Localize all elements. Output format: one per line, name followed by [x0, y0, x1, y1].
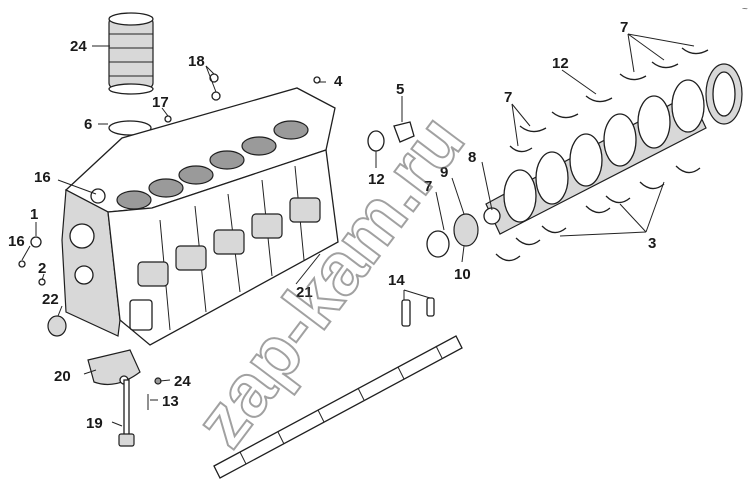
leader-lines [21, 33, 695, 427]
plug-17 [18, 260, 26, 268]
callout-19: 18 [188, 53, 205, 70]
callout-numbers: 24 6 17 18 4 5 12 16 1 16 2 22 20 19 24 … [8, 19, 656, 432]
callout-7-mid: 7 [504, 89, 512, 106]
callout-17: 16 [8, 233, 25, 250]
plug-1 [30, 236, 42, 248]
callout-23: 22 [42, 291, 59, 308]
camshaft [213, 335, 463, 479]
cylinder-liner [108, 12, 154, 95]
callout-3: 3 [648, 235, 656, 252]
dowels [401, 297, 435, 327]
callout-13: 12 [552, 55, 569, 72]
callout-18: 17 [152, 94, 169, 111]
front-ring-10 [426, 230, 450, 258]
callout-7-top: 7 [620, 19, 628, 36]
cylinder-block [61, 87, 339, 346]
main-bearing-cap [87, 349, 141, 385]
callout-25: 24 [174, 373, 191, 390]
callout-1: 1 [30, 206, 38, 223]
cover-plate-5 [393, 121, 415, 143]
plug-19b [211, 91, 221, 101]
cap-bolt [118, 379, 135, 447]
callout-22: 21 [296, 284, 313, 301]
callout-14: 13 [162, 393, 179, 410]
callout-11: 10 [454, 266, 471, 283]
callout-4: 4 [334, 73, 343, 90]
front-ring-11 [453, 213, 479, 247]
callout-9: 8 [468, 149, 476, 166]
crankshaft [483, 79, 707, 235]
callout-12: 12 [368, 171, 385, 188]
corner-mark: ~ [742, 4, 748, 15]
callout-16: 16 [34, 169, 51, 186]
callout-20: 19 [86, 415, 103, 432]
callout-8: 7 [424, 178, 432, 195]
callout-6: 6 [84, 116, 92, 133]
liner-o-ring [108, 120, 152, 136]
callout-15: 14 [388, 272, 405, 289]
dowel-18 [164, 115, 172, 123]
upper-bearing-shells [509, 47, 709, 153]
callout-10: 9 [440, 164, 448, 181]
callout-2: 2 [38, 260, 46, 277]
callout-24: 24 [70, 38, 87, 55]
lower-bearing-shells [495, 165, 701, 262]
oil-seal-23 [47, 315, 67, 337]
callout-21: 20 [54, 368, 71, 385]
callout-5: 5 [396, 81, 404, 98]
